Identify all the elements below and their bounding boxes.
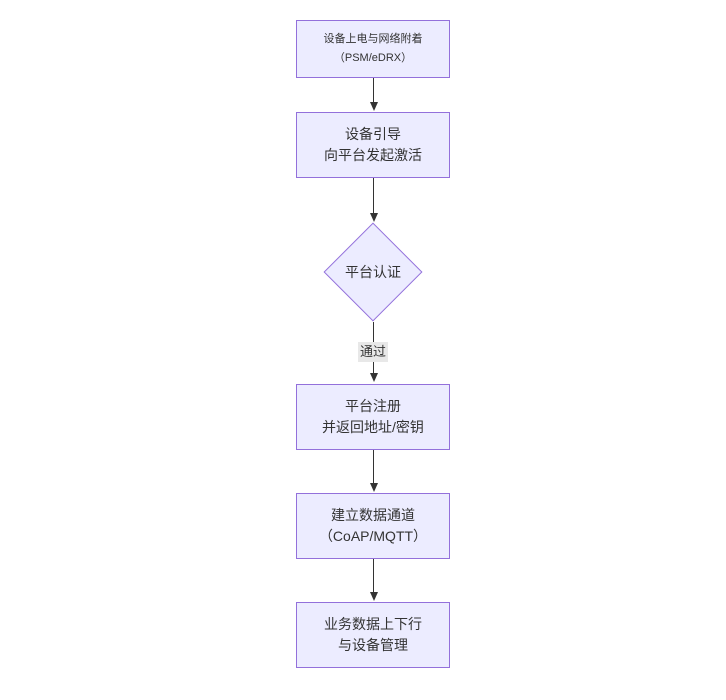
arrowhead-icon <box>369 213 378 222</box>
arrow-connector-2 <box>369 178 378 222</box>
flow-node-data-channel: 建立数据通道 （CoAP/MQTT） <box>296 493 450 559</box>
node-text-line: 业务数据上下行 <box>324 616 422 632</box>
flow-node-power-on-attach: 设备上电与网络附着 （PSM/eDRX） <box>296 20 450 78</box>
node-text-line: 设备引导 <box>345 126 401 142</box>
arrow-connector-1 <box>369 78 378 111</box>
node-text-line: 与设备管理 <box>338 637 408 653</box>
arrowhead-icon <box>369 483 378 492</box>
node-text-line: （CoAP/MQTT） <box>318 528 428 544</box>
edge-label-pass: 通过 <box>358 342 389 362</box>
arrow-shaft <box>373 450 374 483</box>
arrowhead-icon <box>369 373 378 382</box>
arrowhead-icon <box>369 592 378 601</box>
arrow-shaft <box>373 559 374 592</box>
node-text-line: 并返回地址/密钥 <box>322 419 424 435</box>
arrowhead-icon <box>369 102 378 111</box>
flow-node-platform-register: 平台注册 并返回地址/密钥 <box>296 384 450 450</box>
node-text-line: 设备上电与网络附着 <box>323 33 423 45</box>
node-text-line: 建立数据通道 <box>331 507 415 523</box>
decision-node-label: 平台认证 <box>345 264 401 280</box>
arrow-connector-4 <box>369 450 378 492</box>
arrow-shaft <box>373 178 374 213</box>
flow-node-bootstrap-activate: 设备引导 向平台发起激活 <box>296 112 450 178</box>
flow-node-business-data-mgmt: 业务数据上下行 与设备管理 <box>296 602 450 668</box>
arrow-shaft <box>373 78 374 102</box>
node-text-line: 向平台发起激活 <box>324 147 422 163</box>
node-text-line: （PSM/eDRX） <box>333 52 413 64</box>
node-text-line: 平台注册 <box>345 398 401 414</box>
arrow-connector-5 <box>369 559 378 601</box>
